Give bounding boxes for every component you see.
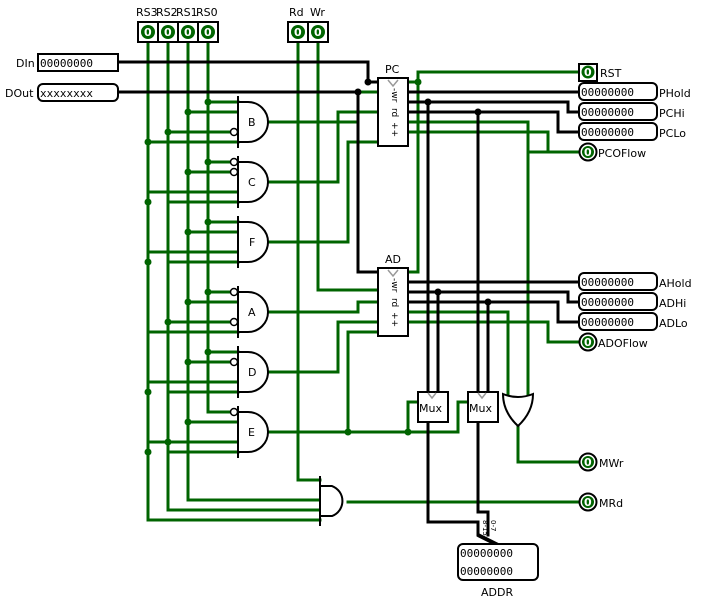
svg-text:rd: rd — [389, 108, 399, 117]
svg-text:-wr: -wr — [389, 278, 399, 293]
svg-text:ADLo: ADLo — [659, 317, 688, 330]
svg-text:++: ++ — [389, 312, 399, 327]
svg-text:0: 0 — [294, 26, 302, 39]
register-pc: PC -wr rd ++ — [377, 63, 409, 147]
svg-text:0: 0 — [314, 26, 322, 39]
rs3-toggle[interactable]: 0 — [137, 21, 159, 43]
svg-text:0-7: 0-7 — [489, 520, 497, 531]
addr-output: 00000000 00000000 ADDR — [457, 543, 539, 599]
svg-text:Mux: Mux — [419, 402, 442, 415]
addr-label: ADDR — [481, 586, 513, 599]
mux-1: Mux — [417, 391, 449, 423]
din-pin[interactable]: DIn 00000000 — [16, 53, 119, 72]
and-gate-f: F — [237, 216, 269, 268]
svg-text:00000000: 00000000 — [581, 126, 634, 139]
svg-text:8-15: 8-15 — [481, 520, 489, 536]
register-select-pins: RS3 RS2 RS1 RS0 0 0 0 0 — [136, 6, 219, 43]
svg-text:00000000: 00000000 — [581, 296, 634, 309]
svg-text:D: D — [248, 366, 256, 379]
svg-text:0: 0 — [584, 146, 592, 159]
ahold-output: 00000000 AHold — [578, 272, 692, 291]
svg-text:00000000: 00000000 — [581, 316, 634, 329]
pclo-output: 00000000 PCLo — [578, 122, 686, 141]
addr-low: 00000000 — [460, 565, 513, 578]
dout-pin: DOut xxxxxxxx — [5, 83, 119, 102]
svg-text:++: ++ — [389, 122, 399, 137]
svg-text:0: 0 — [584, 336, 592, 349]
svg-text:B: B — [248, 116, 256, 129]
svg-text:rd: rd — [389, 298, 399, 307]
register-ad: AD -wr rd ++ — [377, 253, 409, 337]
svg-text:C: C — [248, 176, 256, 189]
svg-text:0: 0 — [584, 456, 592, 469]
din-label: DIn — [16, 57, 35, 70]
green-wires — [146, 40, 580, 522]
and-gate-e: E — [229, 406, 269, 458]
wr-label: Wr — [310, 6, 325, 19]
pchi-output: 00000000 PCHi — [578, 102, 685, 121]
rst-output: 0 RST — [578, 63, 622, 82]
phold-output: 00000000 PHold — [578, 82, 691, 101]
svg-text:0: 0 — [204, 26, 212, 39]
rs1-label: RS1 — [176, 6, 198, 19]
addr-splitter: 8-15 0-7 — [477, 520, 499, 547]
svg-text:ADHi: ADHi — [659, 297, 686, 310]
svg-text:0: 0 — [144, 26, 152, 39]
mrd-output: 0 MRd — [578, 492, 623, 512]
adhi-output: 00000000 ADHi — [578, 292, 686, 311]
adlo-output: 00000000 ADLo — [578, 312, 688, 331]
or-gate — [501, 392, 535, 428]
addr-high: 00000000 — [460, 547, 513, 560]
svg-text:0: 0 — [584, 66, 592, 79]
adoflow-output: 0 ADOFlow — [578, 332, 648, 352]
and-gate-a: A — [229, 286, 269, 338]
rst-label: RST — [600, 67, 622, 80]
svg-text:0: 0 — [584, 496, 592, 509]
junction-dots — [144, 78, 492, 456]
and-gate-mrd — [319, 476, 344, 526]
rs0-toggle[interactable]: 0 — [197, 21, 219, 43]
rs2-label: RS2 — [156, 6, 178, 19]
rs2-toggle[interactable]: 0 — [157, 21, 179, 43]
svg-text:00000000: 00000000 — [581, 86, 634, 99]
rs1-toggle[interactable]: 0 — [177, 21, 199, 43]
svg-text:0: 0 — [184, 26, 192, 39]
mwr-output: 0 MWr — [578, 452, 624, 472]
svg-text:00000000: 00000000 — [581, 106, 634, 119]
svg-text:PCHi: PCHi — [659, 107, 685, 120]
rs0-label: RS0 — [196, 6, 218, 19]
ad-label: AD — [385, 253, 401, 266]
svg-text:MRd: MRd — [599, 497, 623, 510]
rs3-label: RS3 — [136, 6, 158, 19]
dout-value: xxxxxxxx — [40, 87, 93, 100]
and-gate-c: C — [229, 156, 269, 208]
wr-toggle[interactable]: 0 — [307, 21, 329, 43]
svg-text:0: 0 — [164, 26, 172, 39]
rd-label: Rd — [289, 6, 304, 19]
svg-text:Mux: Mux — [469, 402, 492, 415]
svg-text:-wr: -wr — [389, 88, 399, 103]
dout-label: DOut — [5, 87, 34, 100]
and-gate-d: D — [229, 346, 269, 398]
svg-text:PCLo: PCLo — [659, 127, 686, 140]
svg-text:E: E — [248, 426, 255, 439]
svg-text:PHold: PHold — [659, 87, 691, 100]
svg-text:AHold: AHold — [659, 277, 692, 290]
mux-2: Mux — [467, 391, 499, 423]
pcoflow-output: 0 PCOFlow — [578, 142, 646, 162]
svg-text:F: F — [249, 236, 255, 249]
control-pins: Rd Wr 0 0 — [287, 6, 329, 43]
svg-text:MWr: MWr — [599, 457, 624, 470]
din-value: 00000000 — [40, 57, 93, 70]
rd-toggle[interactable]: 0 — [287, 21, 309, 43]
bus-wires — [116, 60, 580, 537]
and-gate-b: B — [229, 96, 269, 148]
svg-text:PCOFlow: PCOFlow — [598, 147, 646, 160]
pc-label: PC — [385, 63, 400, 76]
svg-text:00000000: 00000000 — [581, 276, 634, 289]
svg-text:A: A — [248, 306, 256, 319]
svg-text:ADOFlow: ADOFlow — [598, 337, 648, 350]
